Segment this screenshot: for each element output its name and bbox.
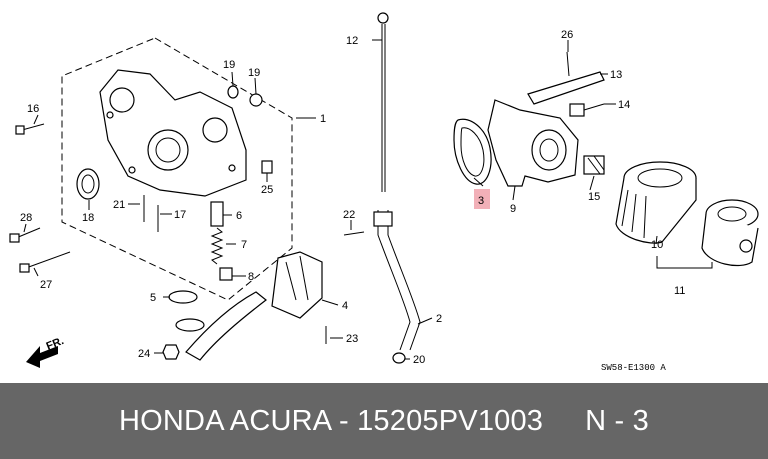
bolt [9, 227, 41, 243]
callout-labels: 1 2 3 4 5 6 7 8 9 10 11 12 13 14 15 16 1… [20, 29, 685, 366]
direction-label: FR. [45, 335, 66, 353]
diagram-canvas: 1 2 3 4 5 6 7 8 9 10 11 12 13 14 15 16 1… [9, 12, 759, 373]
sealing-bolt [219, 267, 233, 281]
oil-pump-body [99, 69, 247, 197]
bolt [19, 251, 71, 273]
callout-number: 10 [651, 239, 663, 251]
relief-valve [210, 201, 224, 227]
callout-number: 12 [346, 35, 358, 47]
callout-number: 28 [20, 212, 32, 224]
part-banner: HONDA ACURA - 15205PV1003 N - 3 [0, 383, 768, 459]
callout-number: 5 [150, 292, 156, 304]
oil-seal [76, 168, 100, 200]
callout-number: 24 [138, 348, 150, 360]
callout-number: 20 [413, 354, 425, 366]
oil-filter-housing [487, 99, 579, 187]
oil-pressure-switch [569, 103, 605, 117]
filter-housing-gasket [453, 118, 492, 185]
callout-number: 7 [241, 239, 247, 251]
callout-number: 25 [261, 184, 273, 196]
callout-number: 13 [610, 69, 622, 81]
oil-filter [615, 161, 697, 244]
callout-number: 11 [674, 285, 685, 297]
callout-number: 2 [436, 313, 442, 325]
relief-spring [210, 227, 224, 265]
bolt [343, 231, 365, 236]
o-ring-small [227, 85, 239, 99]
filter-joint-bolt [583, 155, 605, 175]
bolt [566, 51, 570, 77]
part-title: HONDA ACURA - 15205PV1003 [119, 404, 544, 437]
bolt [15, 123, 45, 135]
o-ring-small [249, 93, 263, 107]
leader-lines [23, 39, 713, 360]
callout-number: 17 [174, 209, 186, 221]
callout-number: 19 [223, 59, 235, 71]
flange-nut [162, 344, 180, 360]
callout-number: 1 [320, 113, 326, 125]
callout-number: 6 [236, 210, 242, 222]
callout-number: 15 [588, 191, 600, 203]
callout-number: 27 [40, 279, 52, 291]
dipstick [377, 12, 389, 192]
callout-number: 14 [618, 99, 630, 111]
bracket [527, 71, 605, 105]
callout-number: 16 [27, 103, 39, 115]
callout-number: 9 [510, 203, 516, 215]
part-position: N - 3 [585, 404, 649, 437]
callout-number: 21 [113, 199, 125, 211]
callout-number: 18 [82, 212, 94, 224]
dipstick-tube [373, 210, 421, 351]
callout-number: 19 [248, 67, 260, 79]
callout-number: 26 [561, 29, 573, 41]
gasket [168, 290, 198, 304]
callout-number: 8 [248, 271, 254, 283]
callout-number-highlighted: 3 [478, 195, 484, 207]
exploded-parts-diagram: 1 2 3 4 5 6 7 8 9 10 11 12 13 14 15 16 1… [9, 12, 759, 373]
callout-number: 4 [342, 300, 348, 312]
callout-number: 23 [346, 333, 358, 345]
highlight-box [474, 189, 490, 209]
oil-filter-element [701, 199, 759, 267]
gasket [175, 318, 205, 332]
plug [261, 160, 273, 174]
assembly-outline [61, 37, 293, 301]
front-direction-arrow: FR. [26, 335, 66, 368]
callout-number: 22 [343, 209, 355, 221]
o-ring [392, 352, 406, 364]
drawing-code: SW58-E1300 A [601, 363, 666, 373]
oil-strainer [185, 251, 323, 361]
